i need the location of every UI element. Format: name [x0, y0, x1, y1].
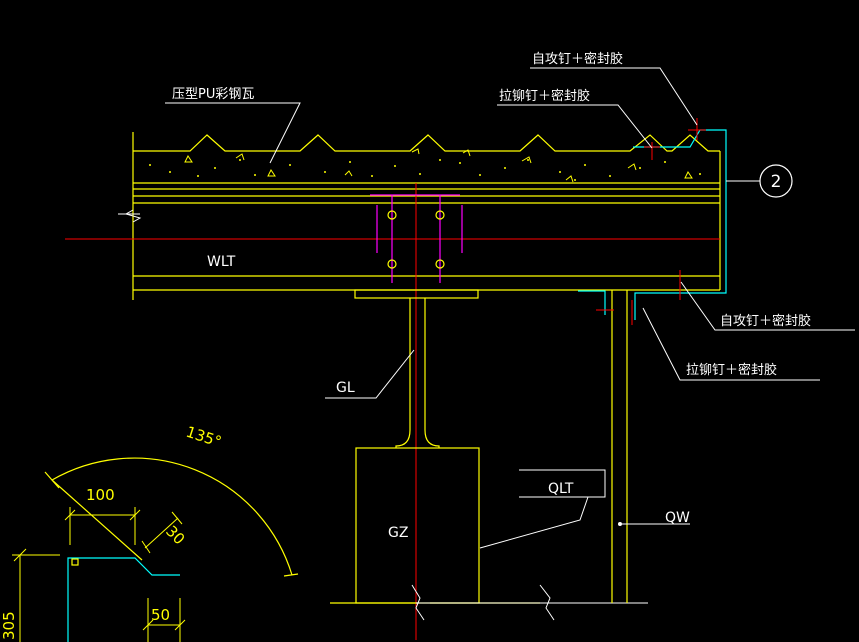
- insulation-fill: [149, 159, 701, 181]
- dim-50: [142, 598, 186, 642]
- detail-callout-circle: [759, 164, 793, 198]
- dim-305-text: 305: [0, 611, 18, 640]
- dim-100-text: 100: [86, 486, 115, 504]
- wall-marker-dot: [618, 522, 622, 526]
- label-rivet-side: 拉铆钉＋密封胶: [686, 362, 777, 378]
- break-symbol-left: [124, 209, 142, 223]
- ground-break: [411, 584, 648, 621]
- label-steel-beam: GL: [336, 380, 355, 396]
- bolt-holes: [387, 210, 445, 269]
- leader-lines: [165, 67, 855, 549]
- label-self-tap-top: 自攻钉＋密封胶: [532, 51, 623, 67]
- insulation-marks: [184, 148, 693, 183]
- flashing-profile: [67, 557, 180, 642]
- label-self-tap-side: 自攻钉＋密封胶: [720, 313, 811, 329]
- dim-30: [141, 511, 183, 554]
- detail-number: 2: [771, 172, 782, 192]
- label-rivet-top: 拉铆钉＋密封胶: [499, 88, 590, 104]
- dim-50-text: 50: [151, 606, 170, 624]
- label-purlin: WLT: [207, 254, 236, 270]
- dim-305: [12, 548, 60, 642]
- roof-panel: [132, 132, 721, 300]
- dim-100: [64, 507, 141, 545]
- flashing: [578, 129, 727, 320]
- label-wall: QW: [665, 510, 690, 526]
- steel-beam-gl: [354, 289, 479, 448]
- label-column: GZ: [388, 525, 408, 541]
- angle-arc: [44, 457, 299, 577]
- label-roof-panel: 压型PU彩钢瓦: [172, 87, 254, 102]
- label-wall-beam: QLT: [548, 481, 574, 497]
- fastener-marks: [596, 118, 706, 325]
- wall-qw: [611, 290, 628, 603]
